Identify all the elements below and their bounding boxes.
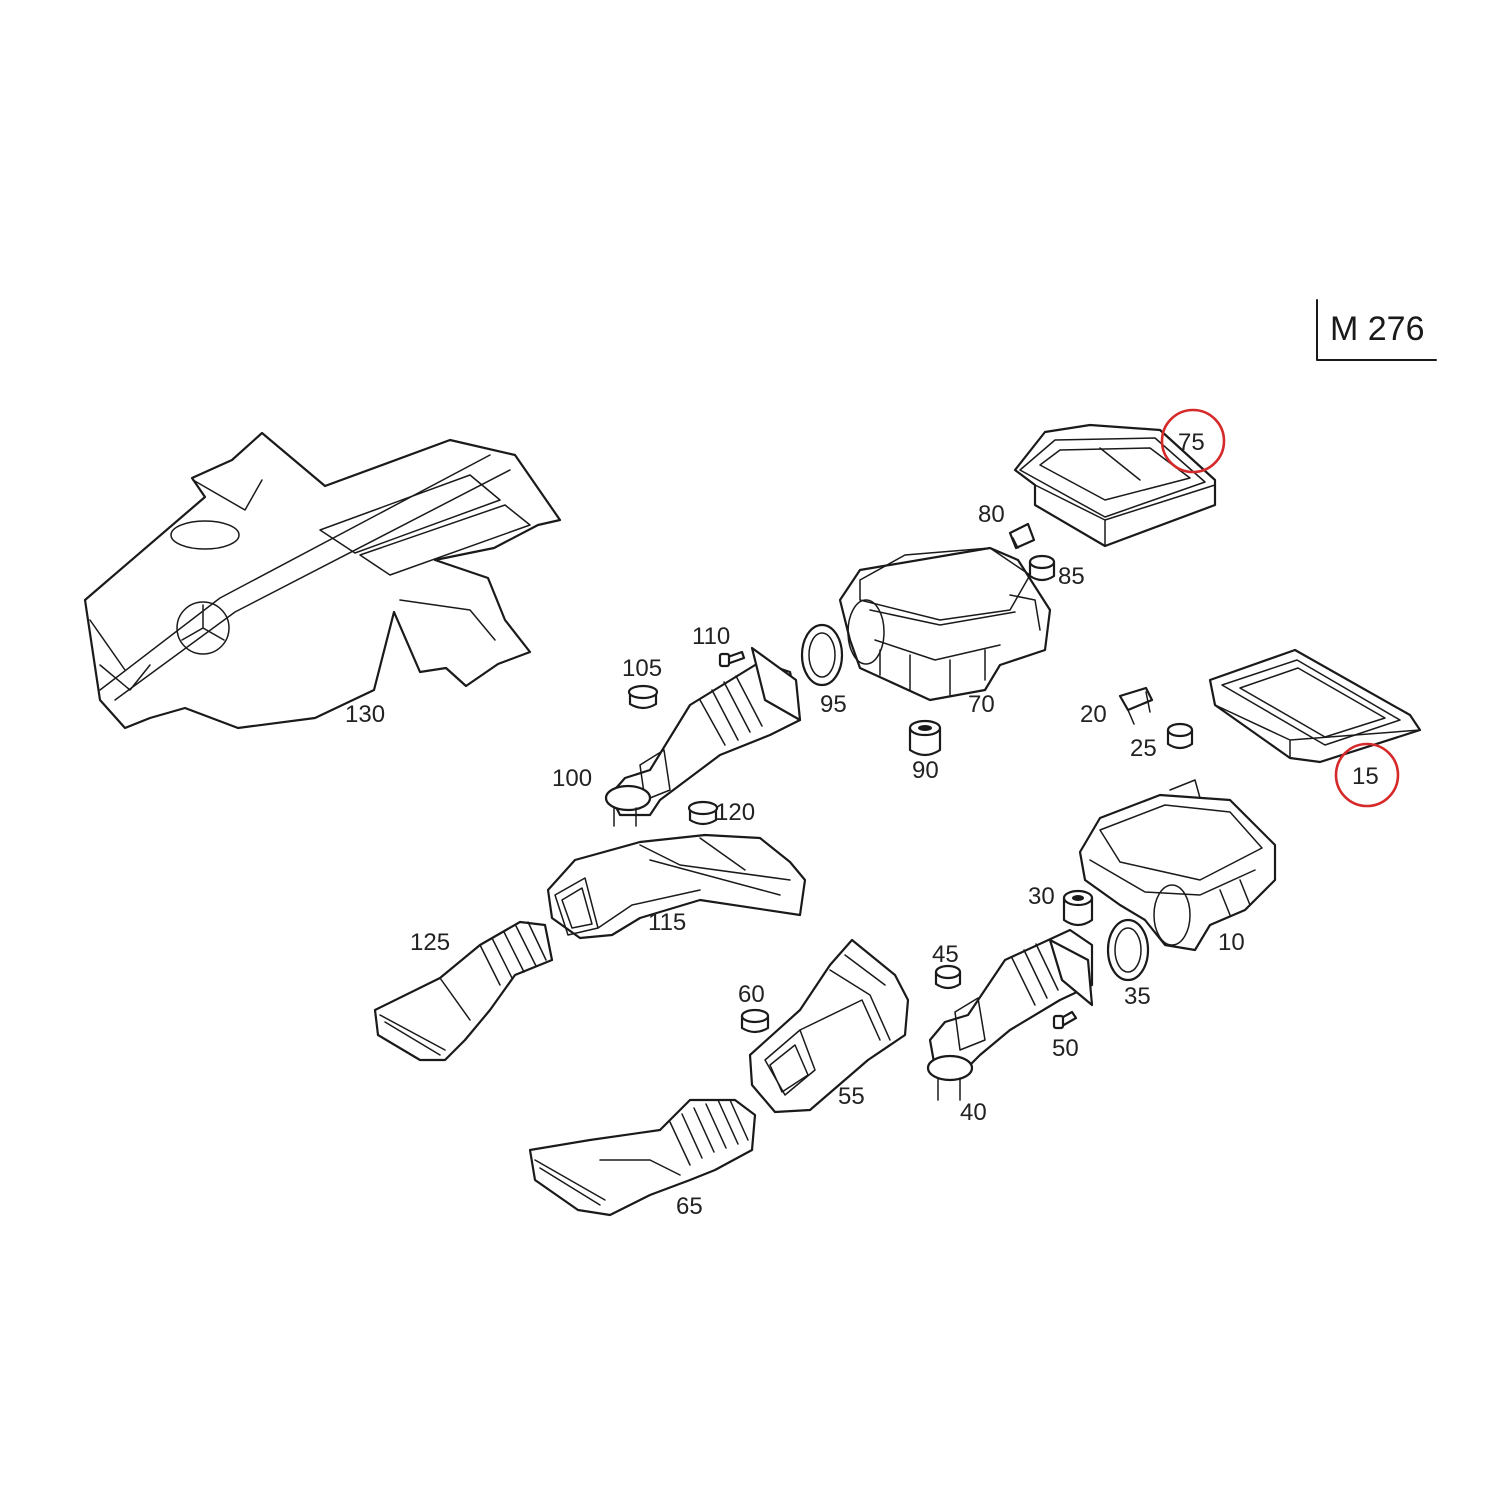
callout-130: 130 bbox=[345, 701, 385, 728]
callout-90: 90 bbox=[912, 757, 939, 784]
engine-cover-130[interactable] bbox=[83, 431, 562, 730]
air-filter-housing-10[interactable] bbox=[1078, 779, 1277, 952]
callout-45: 45 bbox=[932, 941, 959, 968]
screw-50[interactable] bbox=[1052, 1010, 1078, 1030]
callout-115: 115 bbox=[648, 909, 686, 936]
callout-105: 105 bbox=[622, 655, 662, 682]
seal-ring-95[interactable] bbox=[800, 623, 844, 687]
callout-100: 100 bbox=[552, 765, 592, 792]
callout-75: 75 bbox=[1178, 429, 1205, 456]
callout-10: 10 bbox=[1218, 929, 1245, 956]
callout-40: 40 bbox=[960, 1099, 987, 1126]
plug-105[interactable] bbox=[627, 684, 659, 710]
callout-55: 55 bbox=[838, 1083, 865, 1110]
air-filter-housing-70[interactable] bbox=[838, 546, 1052, 702]
plug-85[interactable] bbox=[1028, 554, 1056, 582]
grommet-30[interactable] bbox=[1062, 889, 1094, 927]
sensor-80[interactable] bbox=[1008, 522, 1036, 550]
callout-60: 60 bbox=[738, 981, 765, 1008]
model-label-text: M 276 bbox=[1330, 310, 1425, 348]
grommet-90[interactable] bbox=[908, 719, 942, 757]
screw-110[interactable] bbox=[718, 650, 746, 668]
air-duct-100[interactable] bbox=[604, 646, 802, 827]
callout-35: 35 bbox=[1124, 983, 1151, 1010]
callout-120: 120 bbox=[715, 799, 755, 826]
callout-70: 70 bbox=[968, 691, 995, 718]
model-label: M 276 bbox=[1316, 299, 1437, 361]
callout-80: 80 bbox=[978, 501, 1005, 528]
callout-65: 65 bbox=[676, 1193, 703, 1220]
callout-15: 15 bbox=[1352, 763, 1379, 790]
highlight-circle-75 bbox=[1160, 408, 1226, 474]
callout-110: 110 bbox=[692, 623, 730, 650]
callout-25: 25 bbox=[1130, 735, 1157, 762]
plug-60[interactable] bbox=[740, 1008, 770, 1034]
air-duct-40[interactable] bbox=[926, 928, 1094, 1101]
callout-20: 20 bbox=[1080, 701, 1107, 728]
callout-50: 50 bbox=[1052, 1035, 1079, 1062]
plug-45[interactable] bbox=[934, 964, 962, 990]
callout-125: 125 bbox=[410, 929, 450, 956]
plug-120[interactable] bbox=[687, 800, 719, 826]
callout-95: 95 bbox=[820, 691, 847, 718]
highlight-circle-15 bbox=[1334, 742, 1400, 808]
sensor-20[interactable] bbox=[1118, 686, 1154, 725]
air-filter-15[interactable] bbox=[1208, 648, 1422, 764]
air-guide-55[interactable] bbox=[748, 938, 910, 1114]
air-guide-115[interactable] bbox=[546, 833, 807, 940]
seal-ring-35[interactable] bbox=[1106, 918, 1150, 982]
air-intake-125[interactable] bbox=[373, 920, 554, 1062]
callout-85: 85 bbox=[1058, 563, 1085, 590]
callout-30: 30 bbox=[1028, 883, 1055, 910]
plug-25[interactable] bbox=[1166, 722, 1194, 750]
air-intake-65[interactable] bbox=[528, 1098, 757, 1217]
